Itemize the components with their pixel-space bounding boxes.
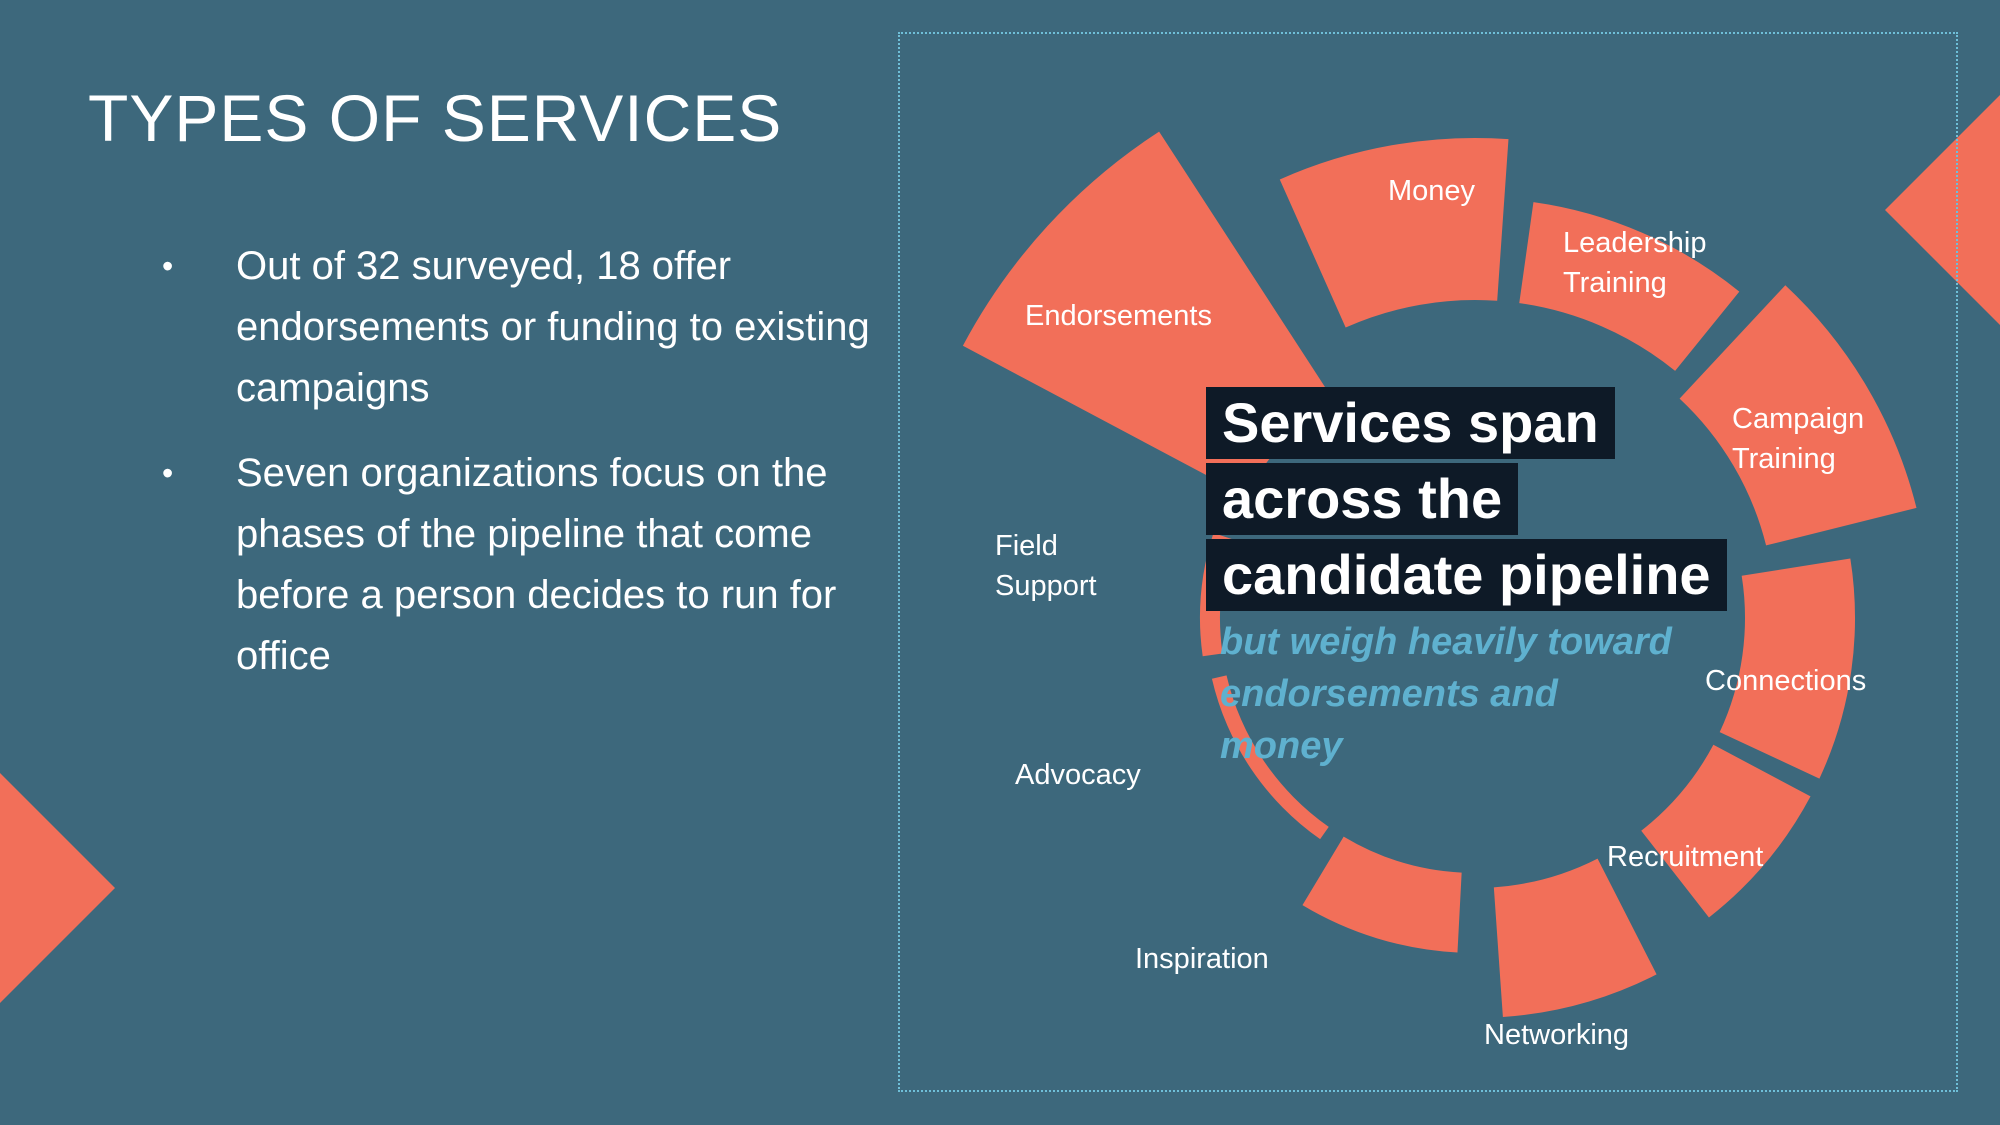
segment-leadership-training-label-line: Leadership — [1563, 227, 1707, 259]
segment-campaign-training — [1679, 285, 1917, 546]
segment-connections — [1719, 558, 1856, 779]
bullet-item: • Seven organizations focus on the phases… — [150, 443, 870, 687]
headline-line-2: across the — [1206, 463, 1519, 535]
segment-inspiration-label-line: Inspiration — [1135, 943, 1269, 975]
bullet-text: Seven organizations focus on the phases … — [236, 451, 837, 678]
segment-networking-label: Networking — [1484, 1019, 1629, 1051]
segment-campaign-training-label-line: Training — [1732, 443, 1836, 475]
subheadline: but weigh heavily toward endorsements an… — [1220, 621, 1672, 767]
segment-campaign-training-label-line: Campaign — [1732, 403, 1864, 435]
bullet-dot-icon: • — [162, 455, 174, 491]
segment-advocacy-label-line: Advocacy — [1015, 759, 1141, 791]
segment-connections-label-line: Connections — [1705, 665, 1866, 697]
segment-money-label-line: Money — [1388, 175, 1476, 207]
segment-recruitment — [1641, 744, 1811, 918]
segment-recruitment-label-line: Recruitment — [1607, 841, 1763, 873]
headline-line-1: Services span — [1206, 387, 1615, 459]
headline-line-3: candidate pipeline — [1206, 539, 1727, 611]
bullet-item: • Out of 32 surveyed, 18 offer endorsemen… — [150, 236, 870, 419]
bullet-dot-icon: • — [162, 248, 174, 284]
segment-leadership-training-label-line: Training — [1563, 267, 1667, 299]
segment-field-support-label-line: Support — [995, 570, 1097, 602]
segment-leadership-training — [1519, 202, 1740, 371]
segment-endorsements-label-line: Endorsements — [1025, 300, 1212, 332]
segment-advocacy — [1211, 675, 1329, 840]
segment-networking — [1493, 858, 1657, 1018]
segment-networking-label-line: Networking — [1484, 1019, 1629, 1051]
segment-inspiration-label: Inspiration — [1135, 943, 1269, 975]
right-decor-triangle — [1885, 95, 2000, 325]
left-decor-triangle — [0, 773, 115, 1003]
segment-inspiration — [1302, 836, 1462, 953]
segment-endorsements-label: Endorsements — [1025, 300, 1212, 332]
bullet-list: • Out of 32 surveyed, 18 offer endorsemen… — [150, 236, 870, 711]
segment-recruitment-label: Recruitment — [1607, 841, 1763, 873]
bullet-text: Out of 32 surveyed, 18 offer endorsement… — [236, 244, 870, 410]
segment-advocacy-label: Advocacy — [1015, 759, 1141, 791]
slide-title: TYPES OF SERVICES — [88, 81, 783, 155]
segment-money-label: Money — [1388, 175, 1476, 207]
segment-money — [1279, 138, 1509, 328]
segment-field-support-label-line: Field — [995, 530, 1058, 562]
segment-connections-label: Connections — [1705, 665, 1866, 697]
diagram-frame — [898, 32, 1958, 1092]
